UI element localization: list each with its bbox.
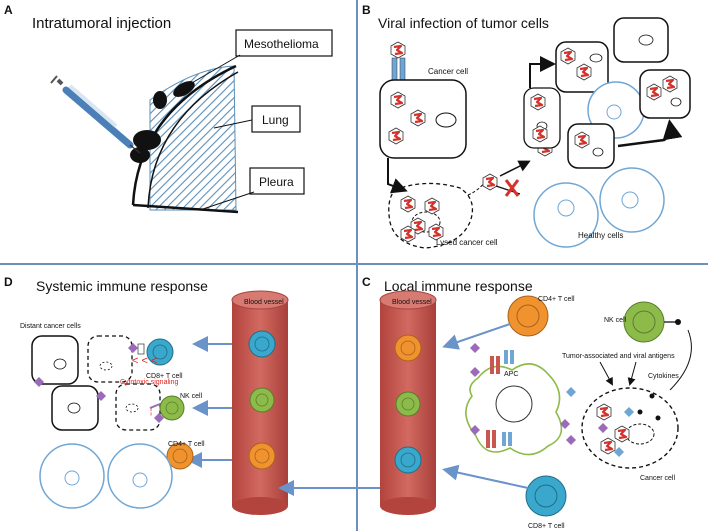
cancer-cell [581,387,679,469]
lysed-cancer-cell [388,182,474,249]
cytokines-label: Cytokines [648,373,679,380]
cd4-t-cell [507,295,549,337]
antigen-icon [34,377,44,387]
cd4-label: CD4+ T cell [538,296,575,303]
pleura-label-box [249,167,305,195]
recruitment-arrow [442,464,529,489]
lung-region [149,65,237,211]
tumor-nodule [173,81,195,97]
antigen-icon [128,343,138,353]
cancer-cell-label: Cancer cell [428,67,468,76]
antigen-icon [566,435,576,445]
antigen-icon [154,413,164,423]
pleura-bottom-line [132,203,239,214]
cd8-t-cell [525,475,567,517]
distant-cancer-cells-label: Distant cancer cells [20,323,81,330]
antigen-icon [566,387,576,397]
cytotoxic-arrows: < < < [132,355,157,367]
cancer-cell-label: Cancer cell [640,475,675,482]
cd4-t-cell [166,442,194,470]
pleura-outer-line [131,64,237,206]
lung-label-box [251,105,301,133]
antigen-icon [560,419,570,429]
arrow-spread [617,119,683,148]
antigen-icon [470,425,480,435]
panel-d-title: Systemic immune response [36,278,208,294]
lung-label: Lung [262,113,289,127]
cytokine-dot [637,409,643,415]
block-x-icon [504,179,520,197]
panel-a-title: Intratumoral injection [32,15,171,32]
panel-a: A Intratumoral injection Mesothelioma Lu… [4,3,333,214]
nk-cell [249,387,275,413]
cell-nucleus [435,112,457,128]
infected-cancer-cell [567,123,615,169]
antigens-label: Tumor-associated and viral antigens [562,353,675,360]
healthy-cell-nucleus [557,199,575,217]
cd4-t-cell [394,334,422,362]
recruitment-arrow [442,323,511,350]
mesothelioma-label-box [235,29,333,57]
blood-vessel-label: Blood vessel [244,299,284,306]
cd8-label: CD8+ T cell [146,373,183,380]
apc-nucleus [495,385,533,423]
arrow-spread [529,56,556,88]
cytokine-dot [655,415,661,421]
lysis-release-trail [467,177,489,196]
tumor-mass [130,147,150,163]
nk-label: NK cell [180,393,203,400]
cd8-t-cell [248,330,276,358]
nk-cell [395,391,421,417]
cd8-t-cell [394,446,422,474]
svg-text:¦: ¦ [150,407,152,416]
cytokine-dot [649,393,655,399]
pleura-pointer [199,191,255,211]
lysed-cell-label: Lysed cancer cell [436,238,498,247]
pleura-label: Pleura [259,175,294,189]
antigen-icon [96,391,106,401]
distant-cancer-cell [31,335,79,385]
panel-b-letter: B [362,3,371,17]
panel-d-letter: D [4,275,13,289]
cd4-label: CD4+ T cell [168,441,205,448]
mesothelioma-label: Mesothelioma [244,37,319,51]
dying-cancer-cell [87,335,133,383]
nk-cell [159,395,185,421]
arrow-to-lysis [387,158,408,194]
cytotoxic-signaling-label: Cytotoxic signaling [120,379,178,386]
viral-receptor [389,40,407,83]
arrow-to-infection [499,160,531,177]
panel-c-title: Local immune response [384,278,533,294]
cd8-label: CD8+ T cell [528,523,565,530]
antigen-icon [470,367,480,377]
mhc-complex [486,350,514,448]
pleura-inner-line [147,71,239,209]
antigen-icon [470,343,480,353]
cd8-t-cell [146,338,174,366]
mesothelioma-pointer [189,54,241,85]
panel-c: C Local immune response Blood vessel CD4… [278,275,692,530]
panel-c-letter: C [362,275,371,289]
panel-d: D Systemic immune response Blood vessel … [4,275,289,515]
healthy-cells-label: Healthy cells [578,231,623,240]
healthy-cell-nucleus [621,191,639,209]
blood-vessel-label: Blood vessel [392,299,432,306]
lung-pointer [213,119,253,129]
cd4-t-cell [248,442,276,470]
apc-label: APC [504,371,518,378]
panel-a-letter: A [4,3,13,17]
nk-label: NK cell [604,317,627,324]
tumor-nodule [153,91,167,109]
tumor-mass [133,130,161,150]
panel-b: B Viral infection of tumor cells Cancer … [362,3,691,249]
panel-b-title: Viral infection of tumor cells [378,15,549,31]
syringe-icon [50,75,141,154]
nk-cell [623,301,665,343]
